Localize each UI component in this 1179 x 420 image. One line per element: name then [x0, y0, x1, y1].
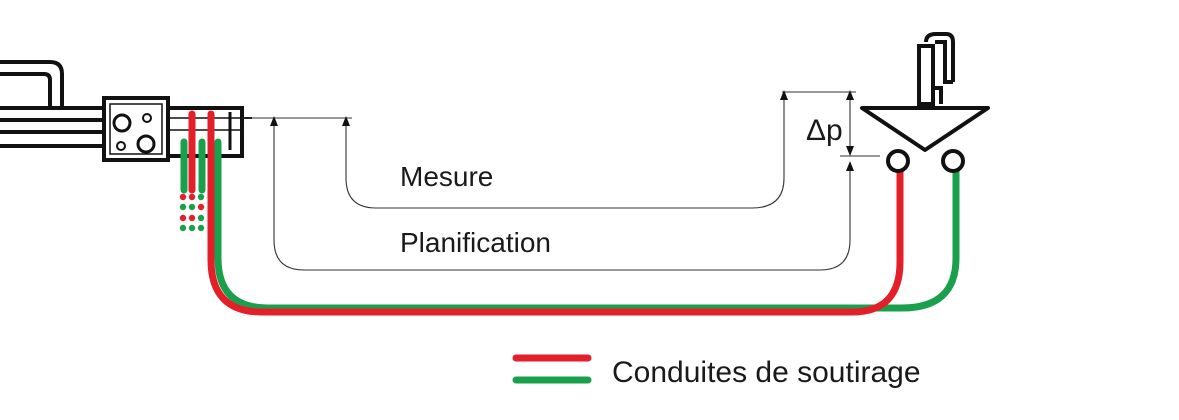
cold-water-pipe: [214, 138, 960, 312]
pipe-bundle-icon: [0, 60, 104, 148]
legend: Conduites de soutirage: [512, 354, 921, 389]
planning-dimension: [270, 116, 854, 271]
faucet-icon: [917, 32, 955, 106]
measure-dimension: [242, 90, 856, 209]
sink-icon: [860, 106, 990, 173]
delta-p-dimension: [840, 90, 880, 157]
measure-label: Mesure: [400, 161, 493, 192]
delta-p-label: Δp: [806, 114, 843, 147]
manifold-ports: [179, 193, 205, 232]
planning-label: Planification: [400, 227, 551, 258]
manifold-stubs: [180, 110, 206, 194]
manifold-icon: [102, 96, 252, 162]
hot-water-pipe: [207, 110, 904, 316]
legend-label: Conduites de soutirage: [612, 356, 921, 389]
